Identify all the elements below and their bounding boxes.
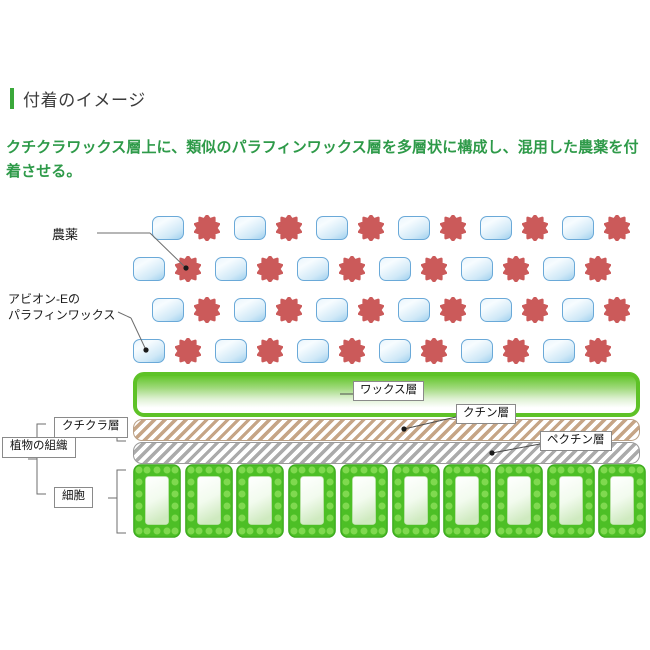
wax-molecule	[398, 216, 430, 240]
wax-molecule	[398, 298, 430, 322]
wax-molecule	[133, 339, 165, 363]
pesticide-molecule	[521, 214, 549, 242]
callout-pectin-layer: ペクチン層	[540, 431, 612, 452]
cell-row	[133, 464, 647, 538]
pesticide-molecule	[420, 337, 448, 365]
wax-molecule	[234, 216, 266, 240]
label-plant-tissue: 植物の組織	[2, 437, 76, 458]
pesticide-molecule	[502, 255, 530, 283]
label-paraffin-wax: アビオン-Eの パラフィンワックス	[8, 292, 115, 324]
wax-molecule	[133, 257, 165, 281]
label-paraffin-line2: パラフィンワックス	[8, 307, 116, 322]
pesticide-molecule	[338, 255, 366, 283]
plant-cell	[391, 464, 440, 538]
pesticide-molecule	[256, 255, 284, 283]
pesticide-molecule	[521, 296, 549, 324]
pesticide-molecule	[584, 255, 612, 283]
title-accent-bar	[10, 88, 14, 109]
pesticide-molecule	[338, 337, 366, 365]
wax-molecule	[562, 298, 594, 322]
plant-cell	[288, 464, 336, 538]
pesticide-molecule	[584, 337, 612, 365]
wax-molecule	[480, 216, 512, 240]
pesticide-molecule	[502, 337, 530, 365]
wax-molecule	[297, 339, 329, 363]
plant-cell	[546, 464, 595, 538]
cutin-layer-band	[133, 419, 640, 441]
pesticide-molecule	[603, 296, 631, 324]
plant-cell	[184, 464, 233, 538]
wax-molecule	[215, 257, 247, 281]
wax-molecule	[562, 216, 594, 240]
label-paraffin-line1: アビオン-Eの	[8, 292, 81, 306]
page-title-text: 付着のイメージ	[23, 91, 146, 110]
pesticide-molecule	[193, 214, 221, 242]
wax-molecule	[215, 339, 247, 363]
callout-cutin-layer: クチン層	[456, 404, 516, 425]
plant-cell	[133, 464, 181, 538]
wax-molecule	[543, 257, 575, 281]
wax-molecule	[461, 339, 493, 363]
wax-molecule	[234, 298, 266, 322]
wax-molecule	[316, 216, 348, 240]
callout-wax-layer: ワックス層	[353, 381, 425, 402]
plant-cell	[443, 464, 491, 538]
pesticide-molecule	[174, 337, 202, 365]
wax-molecule	[379, 257, 411, 281]
pesticide-molecule	[275, 296, 303, 324]
plant-cell	[495, 464, 543, 538]
wax-molecule	[152, 298, 184, 322]
plant-cell	[236, 464, 285, 538]
wax-molecule	[379, 339, 411, 363]
label-pesticide: 農薬	[52, 227, 79, 242]
pesticide-molecule	[275, 214, 303, 242]
wax-molecule	[480, 298, 512, 322]
label-cuticle-layer: クチクラ層	[54, 417, 128, 438]
pesticide-molecule	[439, 214, 467, 242]
wax-molecule	[461, 257, 493, 281]
description-text: クチクラワックス層上に、類似のパラフィンワックス層を多層状に構成し、混用した農薬…	[6, 139, 639, 181]
plant-cell	[598, 464, 647, 538]
pesticide-molecule	[603, 214, 631, 242]
pesticide-molecule	[357, 214, 385, 242]
wax-molecule	[543, 339, 575, 363]
pesticide-molecule	[420, 255, 448, 283]
page-title: 付着のイメージ	[10, 86, 146, 111]
wax-molecule	[152, 216, 184, 240]
pesticide-molecule	[193, 296, 221, 324]
wax-molecule	[297, 257, 329, 281]
label-cell: 細胞	[54, 487, 93, 508]
plant-cell	[339, 464, 388, 538]
pesticide-molecule	[357, 296, 385, 324]
pesticide-molecule	[256, 337, 284, 365]
pesticide-molecule	[174, 255, 202, 283]
pesticide-molecule	[439, 296, 467, 324]
wax-molecule	[316, 298, 348, 322]
